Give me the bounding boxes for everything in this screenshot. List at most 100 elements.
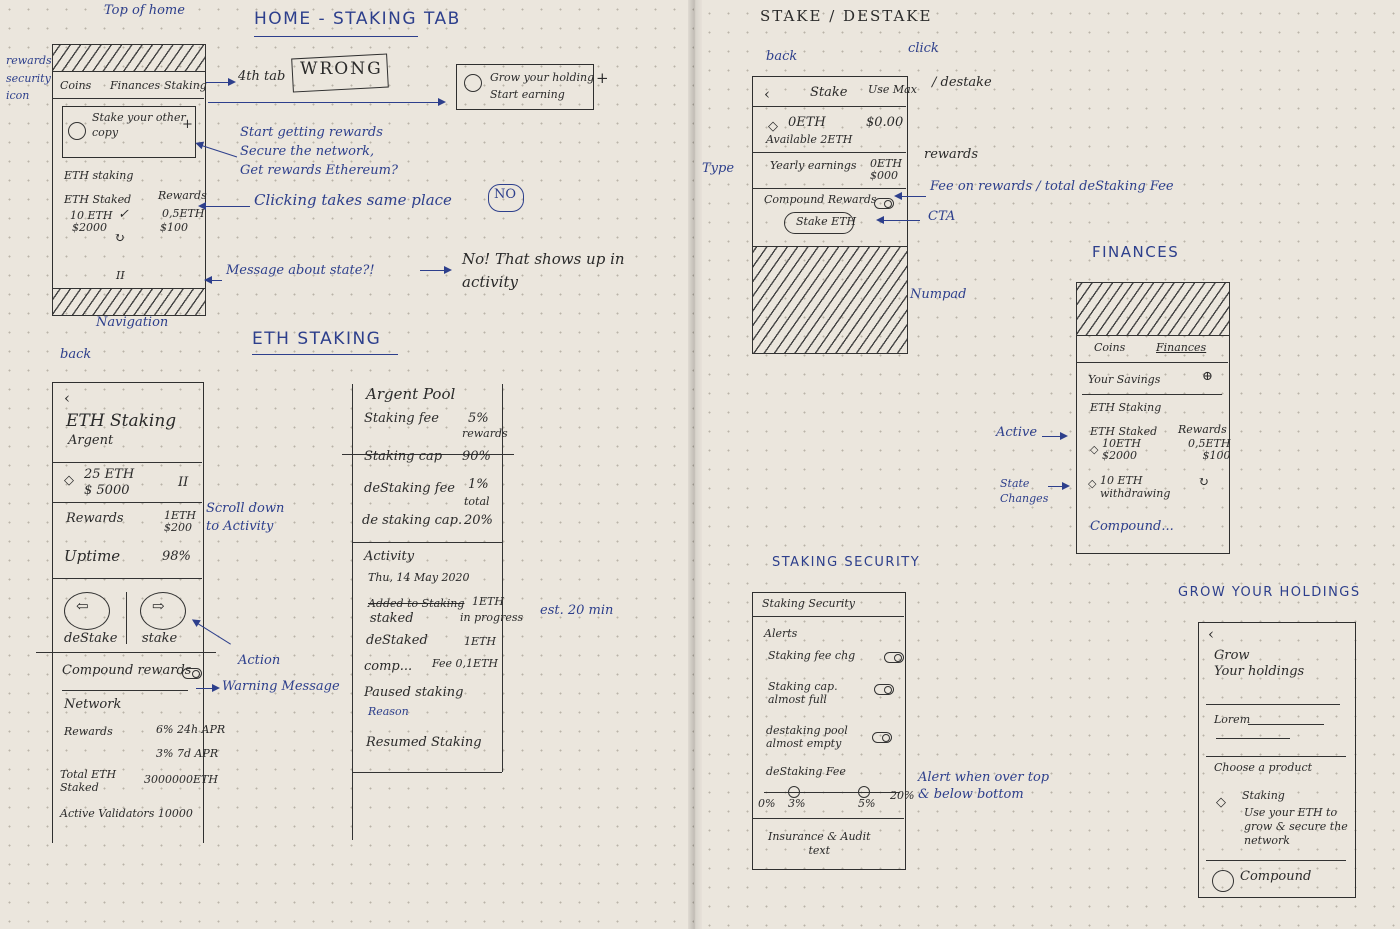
stake-card-box[interactable] <box>62 106 196 158</box>
eth-divider-5 <box>62 690 188 691</box>
eth-uptime-value: 98% <box>162 549 191 564</box>
grow-compound-label[interactable]: Compound <box>1240 869 1312 884</box>
activity-staked: staked <box>370 611 414 626</box>
destake-label: deStake <box>64 631 118 646</box>
fee-change-alert: Staking fee chg <box>768 649 856 662</box>
cta-arrow <box>876 216 920 224</box>
pool-right-edge <box>502 384 503 772</box>
compound-toggle-stake[interactable] <box>874 198 894 209</box>
choose-product: Choose a product <box>1214 761 1313 774</box>
activity-fee: Fee 0,1ETH <box>432 657 498 670</box>
warning-arrow <box>196 684 220 692</box>
finances-title: FINANCES <box>1092 243 1180 261</box>
stake-card-text: Stake your other copy <box>92 111 186 140</box>
fee-slider-low-handle[interactable] <box>788 786 800 798</box>
pool-row-3-label: de staking cap. <box>362 513 463 528</box>
security-title: STAKING SECURITY <box>772 555 921 570</box>
activity-label: Activity <box>364 549 415 564</box>
finances-rewards-value: 0,5ETH $100 <box>1188 437 1231 463</box>
tab-coins[interactable]: Coins <box>60 79 92 92</box>
stake-eth-button[interactable] <box>784 212 854 234</box>
tick-2: 5% <box>858 797 876 810</box>
no-activity-note: No! That shows up in activity <box>462 250 625 291</box>
finances-tab-coins[interactable]: Coins <box>1094 341 1126 354</box>
state-changes-note: State Changes <box>1000 477 1049 506</box>
apr-24h: 6% 24h APR <box>156 723 226 736</box>
eth-provider: Argent <box>68 433 114 448</box>
eth-divider-3 <box>52 578 202 579</box>
state-note: Message about state?! <box>226 263 375 278</box>
activity-est: est. 20 min <box>540 603 614 618</box>
home-nav-hatch <box>52 288 206 316</box>
yearly-label: Yearly earnings <box>770 159 857 172</box>
tab-arrow <box>206 78 236 86</box>
grow-card-box <box>456 64 594 110</box>
grow-staking-desc: Use your ETH to grow & secure the networ… <box>1244 806 1348 847</box>
grow-heading: Grow Your holdings <box>1214 648 1305 679</box>
rewards-security-icon-note: rewards security icon <box>6 54 52 103</box>
active-validators: Active Validators 10000 <box>60 807 193 820</box>
grow-card-plus-icon: + <box>596 69 609 87</box>
grow-back-icon[interactable]: ‹ <box>1208 625 1214 643</box>
yearly-value: 0ETH $000 <box>870 157 902 183</box>
sun-icon <box>68 122 86 140</box>
use-max-button[interactable]: Use Max <box>868 83 917 96</box>
compound-toggle[interactable] <box>182 668 202 679</box>
grow-divider-1 <box>1206 704 1340 705</box>
tab-staking[interactable]: Staking <box>164 79 207 92</box>
eth-amount: 25 ETH <box>84 467 135 482</box>
eth-divider-4 <box>36 652 216 653</box>
grow-staking-label[interactable]: Staking <box>1242 789 1285 802</box>
stake-diamond-icon: ◇ <box>768 119 778 134</box>
savings-plus-icon[interactable]: ⊕ <box>1202 369 1213 384</box>
eth-rewards-label: Rewards <box>66 511 124 526</box>
pool-row-2-sub: total <box>464 495 490 508</box>
stake-button[interactable] <box>140 592 186 630</box>
no-label: NO <box>494 187 517 202</box>
stake-amount-input[interactable]: 0ETH <box>788 115 826 130</box>
fee-slider-high-handle[interactable] <box>858 786 870 798</box>
active-arrow <box>1042 432 1068 440</box>
eth-pause-icon[interactable]: II <box>178 475 189 490</box>
pool-divider-2 <box>352 542 502 543</box>
type-note: Type <box>702 161 735 176</box>
fee-change-toggle[interactable] <box>884 652 904 663</box>
home-eth-staking: ETH staking <box>64 169 134 182</box>
pool-row-2-value: 1% <box>468 477 489 492</box>
state-changes-arrow <box>1048 482 1070 490</box>
tab-finances[interactable]: Finances <box>110 79 161 92</box>
finances-staked-label: ETH Staked <box>1090 425 1158 438</box>
finances-eth-staking: ETH Staking <box>1090 401 1162 414</box>
stake-back-note: back <box>766 49 798 64</box>
cap-full-toggle[interactable] <box>874 684 894 695</box>
home-title: HOME - STAKING TAB <box>254 9 461 29</box>
finances-compound[interactable]: Compound... <box>1090 519 1174 534</box>
left-notebook-page <box>0 0 694 929</box>
pool-row-1-value: 90% <box>462 449 491 464</box>
wrong-stamp: WRONG <box>300 59 383 79</box>
stake-destake-title: STAKE / DESTAKE <box>760 7 933 25</box>
finances-tab-finances[interactable]: Finances <box>1156 341 1207 354</box>
pool-empty-alert: destaking pool almost empty <box>766 724 848 751</box>
your-savings: Your Savings <box>1088 373 1161 386</box>
home-staked-usd: $2000 <box>72 221 107 234</box>
eth-back-icon[interactable]: ‹ <box>64 389 70 407</box>
destake-button[interactable] <box>64 592 110 630</box>
eth-back-note: back <box>60 347 92 362</box>
right-notebook-page <box>694 0 1400 929</box>
top-of-home-label: Top of home <box>104 3 185 18</box>
stake-label: stake <box>142 631 178 646</box>
stake-back-icon[interactable]: ‹ <box>764 85 770 103</box>
cap-full-alert: Staking cap. almost full <box>768 680 838 707</box>
activity-in-progress: in progress <box>460 611 524 624</box>
grow-title: GROW YOUR HOLDINGS <box>1178 585 1361 600</box>
stake-card-plus-icon[interactable]: + <box>182 117 193 132</box>
clicking-note: Clicking takes same place <box>254 191 452 209</box>
pool-empty-toggle[interactable] <box>872 732 892 743</box>
activity-resumed: Resumed Staking <box>366 735 482 750</box>
warning-note: Warning Message <box>222 679 340 694</box>
numpad-hatch[interactable] <box>752 246 908 354</box>
slash-destake-note: / destake <box>932 75 992 90</box>
fee-slider-track[interactable] <box>764 792 900 793</box>
stake-eth-label: Stake ETH <box>796 215 857 228</box>
